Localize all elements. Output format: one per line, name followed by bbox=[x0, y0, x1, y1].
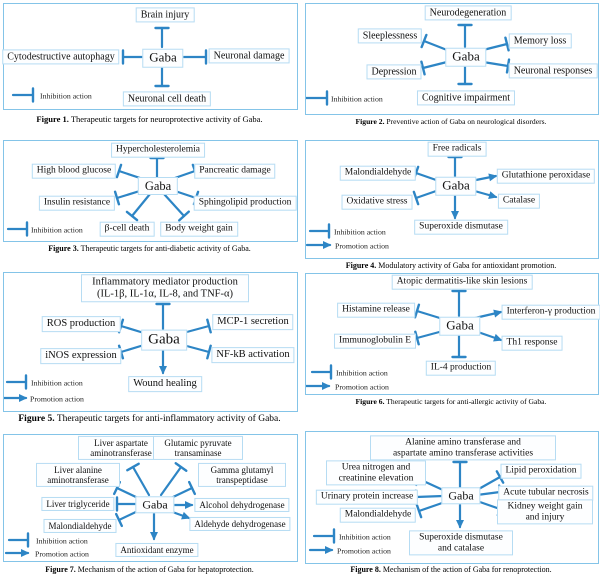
fig8-box-urea-nitrogen-creatinine-elevation: Urea nitrogen and creatinine elevation bbox=[326, 460, 426, 486]
figure-8-panel: Alanine amino transferase and aspartate … bbox=[305, 431, 599, 564]
fig8-box-acute-tubular-necrosis: Acute tubular necrosis bbox=[498, 485, 594, 501]
fig8-legend-inhibition-label: Inhibition action bbox=[339, 532, 391, 542]
fig5-box-nfkb-activation: NF-kB activation bbox=[211, 347, 295, 363]
fig5-box-mcp1-secretion: MCP-1 secretion bbox=[212, 314, 294, 330]
fig2-box-depression: Depression bbox=[366, 64, 422, 80]
figure-2-panel: Neurodegeneration Sleeplessness Memory l… bbox=[305, 3, 599, 115]
fig3-box-insulin-resistance: Insulin resistance bbox=[38, 195, 116, 211]
figure-5-caption: Figure 5. Therapeutic targets for anti-i… bbox=[18, 414, 281, 424]
figure-6-caption: Figure 6. Therapeutic targets for anti-a… bbox=[355, 397, 547, 406]
figure-4-panel: Free radicals Malondialdehyde Glutathion… bbox=[305, 140, 599, 259]
figure-5-panel: Inflammatory mediator production (IL-1β,… bbox=[3, 272, 298, 412]
figure-4-caption: Figure 4. Modulatory activity of Gaba fo… bbox=[345, 261, 557, 270]
figure-6-panel: Atopic dermatitis-like skin lesions Hist… bbox=[305, 273, 600, 395]
fig8-box-lipid-peroxidation: Lipid peroxidation bbox=[500, 463, 582, 479]
fig4-box-superoxide-dismutase: Superoxide dismutase bbox=[414, 219, 508, 235]
fig2-box-cognitive-impairment: Cognitive impairment bbox=[416, 90, 516, 106]
fig5-legend-inhibition-label: Inhibition action bbox=[31, 378, 83, 388]
fig7-box-gamma-glutamyl-transpeptidase: Gamma glutamyl transpeptidase bbox=[198, 462, 286, 488]
fig1-box-neuronal-cell-death: Neuronal cell death bbox=[122, 91, 212, 107]
fig3-gaba-center: Gaba bbox=[137, 177, 179, 195]
fig8-box-urinary-protein-increase: Urinary protein increase bbox=[315, 489, 419, 505]
fig4-box-oxidative-stress: Oxidative stress bbox=[341, 194, 413, 210]
fig7-box-liver-aspartate-aminotransferase: Liver aspartate aminotransferase bbox=[78, 435, 164, 461]
fig7-box-malondialdehyde: Malondialdehyde bbox=[43, 518, 117, 534]
figure-8-caption: Figure 8. Mechanism of the action of Gab… bbox=[350, 565, 552, 574]
fig1-box-neuronal-damage: Neuronal damage bbox=[208, 48, 290, 64]
fig3-box-body-weight-gain: Body weight gain bbox=[160, 221, 238, 237]
fig8-box-malondialdehyde: Malondialdehyde bbox=[339, 507, 417, 523]
fig2-box-memory-loss: Memory loss bbox=[508, 33, 572, 49]
fig7-box-liver-triglyceride: Liver triglyceride bbox=[41, 496, 115, 512]
fig3-box-beta-cell-death: β-cell death bbox=[99, 221, 155, 237]
fig8-gaba-center: Gaba bbox=[441, 487, 481, 505]
fig7-legend-inhibition-label: Inhibition action bbox=[36, 536, 88, 546]
fig3-box-high-blood-glucose: High blood glucose bbox=[31, 163, 117, 179]
fig4-gaba-center: Gaba bbox=[435, 176, 477, 196]
fig3-legend-inhibition-label: Inhibition action bbox=[31, 225, 83, 235]
figure-3-caption: Figure 3. Therapeutic targets for anti-d… bbox=[48, 244, 251, 253]
fig7-box-aldehyde-dehydrogenase: Aldehyde dehydrogenase bbox=[189, 516, 291, 532]
fig2-box-sleeplessness: Sleeplessness bbox=[357, 28, 423, 44]
fig6-legend-promotion-label: Promotion action bbox=[335, 382, 389, 392]
fig5-box-inflammatory-mediator-production: Inflammatory mediator production (IL-1β,… bbox=[81, 274, 249, 302]
fig3-box-hypercholesterolemia: Hypercholesterolemia bbox=[111, 142, 205, 158]
fig5-gaba-center: Gaba bbox=[141, 329, 187, 351]
fig6-legend-inhibition-label: Inhibition action bbox=[336, 368, 388, 378]
fig4-box-free-radicals: Free radicals bbox=[427, 141, 487, 157]
fig4-box-malondialdehyde: Malondialdehyde bbox=[339, 165, 417, 181]
fig8-box-alanine-aspartate-transferase-activities: Alanine amino transferase and aspartate … bbox=[370, 435, 556, 461]
fig3-box-sphingolipid-production: Sphingolipid production bbox=[193, 195, 297, 211]
fig8-box-superoxide-dismutase-and-catalase: Superoxide dismutase and catalase bbox=[409, 530, 513, 556]
fig7-box-antioxidant-enzyme: Antioxidant enzyme bbox=[115, 542, 199, 558]
fig6-box-immunoglobulin-e: Immunoglobulin E bbox=[333, 333, 417, 349]
figure-7-panel: Liver aspartate aminotransferase Glutami… bbox=[3, 434, 298, 562]
fig1-gaba-center: Gaba bbox=[142, 48, 184, 68]
figure-1-caption: Figure 1. Therapeutic targets for neurop… bbox=[36, 114, 263, 124]
fig4-box-glutathione-peroxidase: Glutathione peroxidase bbox=[496, 168, 596, 184]
fig4-box-catalase: Catalase bbox=[497, 193, 541, 209]
fig5-box-wound-healing: Wound healing bbox=[128, 376, 202, 392]
fig1-box-cytodestructive-autophagy: Cytodestructive autophagy bbox=[2, 49, 120, 65]
fig2-box-neurodegeneration: Neurodegeneration bbox=[424, 5, 512, 21]
fig7-box-glutamic-pyruvate-transaminase: Glutamic pyruvate transaminase bbox=[153, 435, 243, 461]
fig4-legend-inhibition-label: Inhibition action bbox=[334, 227, 386, 237]
fig3-box-pancreatic-damage: Pancreatic damage bbox=[194, 163, 276, 179]
fig5-box-ros-production: ROS production bbox=[41, 316, 121, 332]
fig7-gaba-center: Gaba bbox=[135, 496, 175, 514]
fig2-gaba-center: Gaba bbox=[445, 47, 487, 67]
fig7-box-alcohol-dehydrogenase: Alcohol dehydrogenase bbox=[194, 497, 290, 513]
figure-2-caption: Figure 2. Preventive action of Gaba on n… bbox=[355, 117, 547, 126]
fig7-legend-promotion-label: Promotion action bbox=[35, 549, 89, 559]
fig1-legend-inhibition-label: Inhibition action bbox=[40, 91, 92, 101]
fig5-box-inos-expression: iNOS expression bbox=[40, 348, 122, 364]
figure-7-caption: Figure 7. Mechanism of the action of Gab… bbox=[45, 565, 254, 574]
fig6-box-interferon-gamma-production: Interferon-γ production bbox=[501, 304, 600, 320]
fig6-box-atopic-dermatitis-like-skin-lesions: Atopic dermatitis-like skin lesions bbox=[391, 274, 533, 290]
fig8-box-kidney-weight-gain-and-injury: Kidney weight gain and injury bbox=[497, 499, 593, 525]
fig6-gaba-center: Gaba bbox=[439, 316, 481, 336]
fig2-box-neuronal-responses: Neuronal responses bbox=[508, 63, 598, 79]
figure-1-panel: Brain injury Cytodestructive autophagy G… bbox=[2, 3, 298, 110]
fig8-legend-promotion-label: Promotion action bbox=[337, 546, 391, 556]
fig6-box-th1-response: Th1 response bbox=[501, 335, 563, 351]
fig6-box-il4-production: IL-4 production bbox=[425, 360, 497, 376]
fig4-legend-promotion-label: Promotion action bbox=[335, 241, 389, 251]
figure-3-panel: Hypercholesterolemia High blood glucose … bbox=[3, 140, 298, 242]
fig1-box-brain-injury: Brain injury bbox=[135, 7, 195, 23]
fig5-legend-promotion-label: Promotion action bbox=[30, 394, 84, 404]
fig2-legend-inhibition-label: Inhibition action bbox=[331, 94, 383, 104]
fig7-box-liver-alanine-aminotransferase: Liver alanine aminotransferase bbox=[36, 462, 120, 488]
fig6-box-histamine-release: Histamine release bbox=[337, 302, 415, 318]
